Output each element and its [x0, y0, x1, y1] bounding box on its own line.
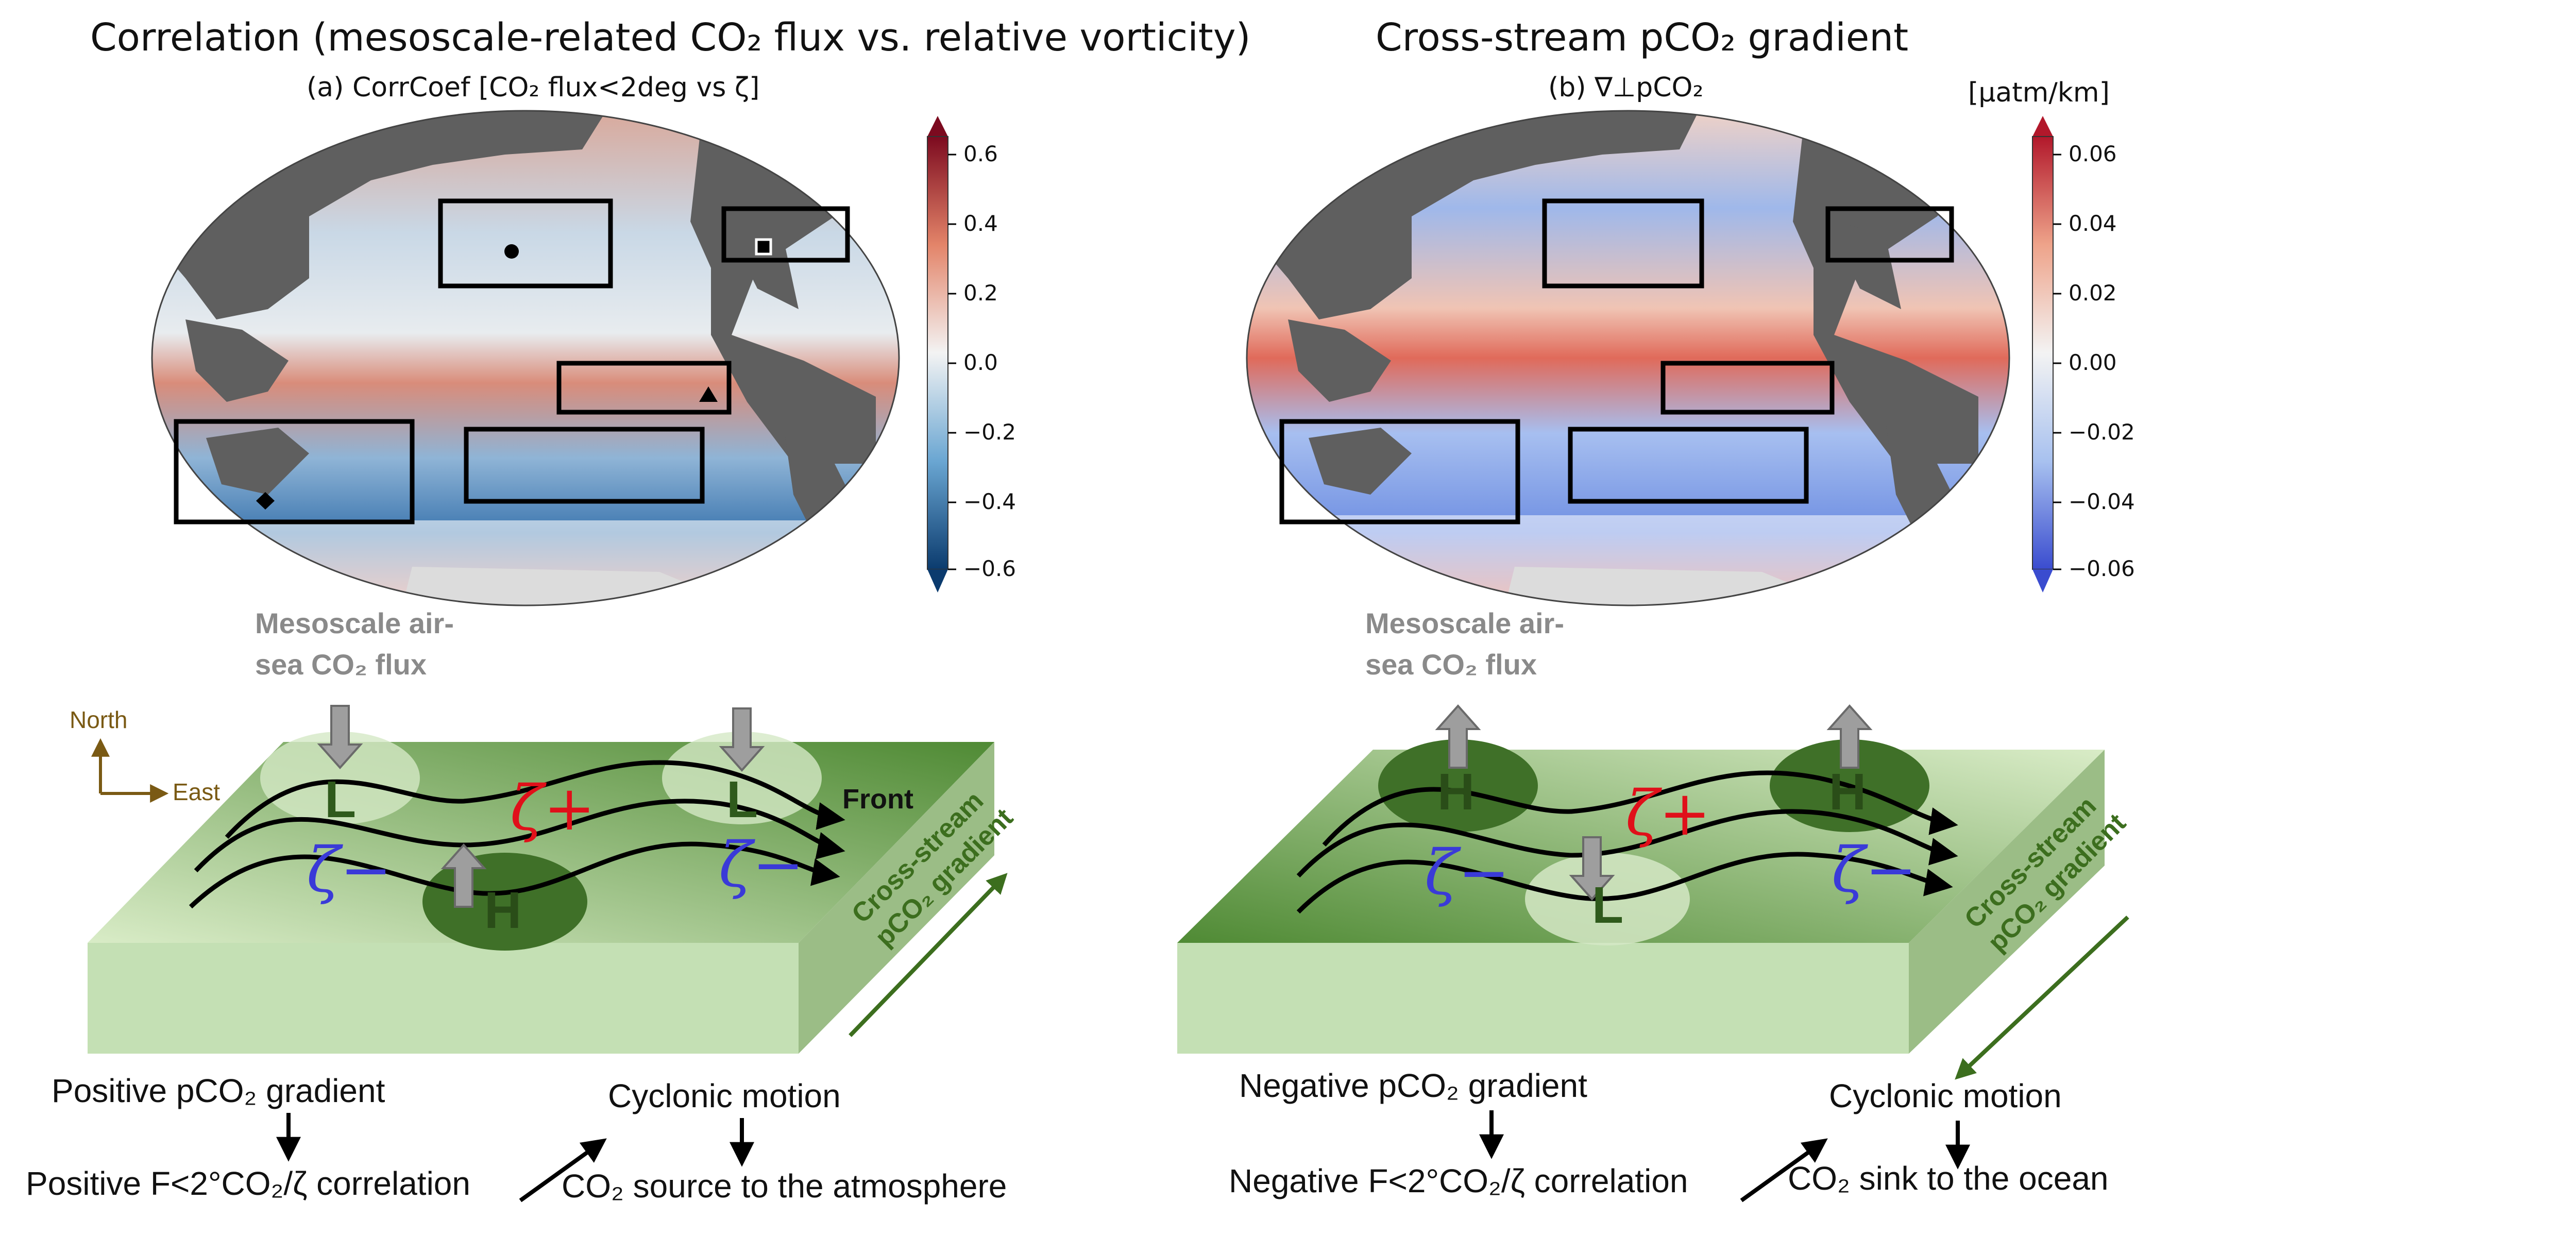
tick-label: 0.4	[963, 211, 998, 236]
tick-label: 0.02	[2069, 280, 2117, 306]
panel-b-title: Cross-stream pCO₂ gradient	[1376, 15, 1909, 60]
flux-label-left: Mesoscale air- sea CO₂ flux	[255, 607, 454, 681]
right-result-text: CO₂ sink to the ocean	[1788, 1160, 2109, 1197]
high-label-right-2: H	[1829, 763, 1867, 821]
flux-arrow-down-left-2	[719, 707, 765, 772]
tick-label: 0.06	[2069, 141, 2117, 166]
tick-label: 0.2	[963, 280, 998, 306]
zeta-minus-right-2: ζ−	[1832, 835, 1917, 906]
tick-label: −0.06	[2069, 556, 2135, 581]
map-b	[1247, 111, 2009, 605]
high-label-right-1: H	[1437, 763, 1475, 821]
low-label-right: L	[1592, 876, 1624, 934]
front-label: Front	[842, 784, 913, 815]
panel-a-title: Correlation (mesoscale-related CO₂ flux …	[90, 15, 1251, 60]
flux-arrow-up-right-1	[1435, 704, 1481, 769]
flux-arrow-down-right	[1569, 836, 1615, 901]
colorbar-b	[2032, 116, 2054, 593]
arrow-left-correlation-to-motion	[519, 1138, 607, 1203]
flux-arrow-up-right-2	[1826, 704, 1873, 769]
flux-arrow-up-left	[440, 843, 487, 908]
right-motion-text: Cyclonic motion	[1829, 1077, 2062, 1114]
tick-label: −0.02	[2069, 419, 2135, 445]
high-eddy-right-1	[1378, 739, 1538, 832]
low-label-left-2: L	[726, 771, 758, 828]
left-motion-text: Cyclonic motion	[608, 1077, 841, 1114]
zeta-minus-left-2: ζ−	[719, 830, 804, 901]
tick-label: −0.04	[2069, 489, 2135, 514]
zeta-minus-right-1: ζ−	[1425, 837, 1510, 909]
flux-arrow-down-left-1	[317, 705, 363, 770]
zeta-minus-left-1: ζ−	[307, 835, 392, 906]
tick-label: 0.6	[963, 141, 998, 166]
flux-label-right: Mesoscale air- sea CO₂ flux	[1365, 607, 1564, 681]
tick-label: −0.6	[963, 556, 1016, 581]
panel-b-subtitle: (b) ∇⊥pCO₂	[1548, 72, 1704, 103]
right-correlation-text: Negative F<2°CO₂/ζ correlation	[1229, 1162, 1688, 1199]
left-gradient-text: Positive pCO₂ gradient	[52, 1072, 385, 1109]
high-label-left: H	[484, 882, 522, 939]
tick-label: 0.0	[963, 350, 998, 375]
east-label: East	[173, 779, 221, 805]
tick-label: 0.00	[2069, 350, 2117, 375]
tick-label: 0.04	[2069, 211, 2117, 236]
tick-label: −0.4	[963, 489, 1016, 514]
panel-a-subtitle: (a) CorrCoef [CO₂ flux<2deg vs ζ]	[307, 72, 760, 103]
zeta-plus-right: ζ+	[1625, 778, 1711, 850]
north-label: North	[70, 706, 128, 733]
zeta-plus-left: ζ+	[510, 773, 596, 844]
right-gradient-text: Negative pCO₂ gradient	[1239, 1067, 1587, 1104]
colorbar-b-unit: [μatm/km]	[1968, 77, 2110, 108]
left-result-text: CO₂ source to the atmosphere	[562, 1168, 1007, 1205]
arrow-right-correlation-to-motion	[1740, 1138, 1828, 1203]
tick-label: −0.2	[963, 419, 1016, 445]
left-correlation-text: Positive F<2°CO₂/ζ correlation	[26, 1165, 470, 1202]
colorbar-a	[927, 116, 948, 593]
low-eddy-left-1	[260, 732, 420, 824]
low-label-left-1: L	[325, 771, 357, 828]
